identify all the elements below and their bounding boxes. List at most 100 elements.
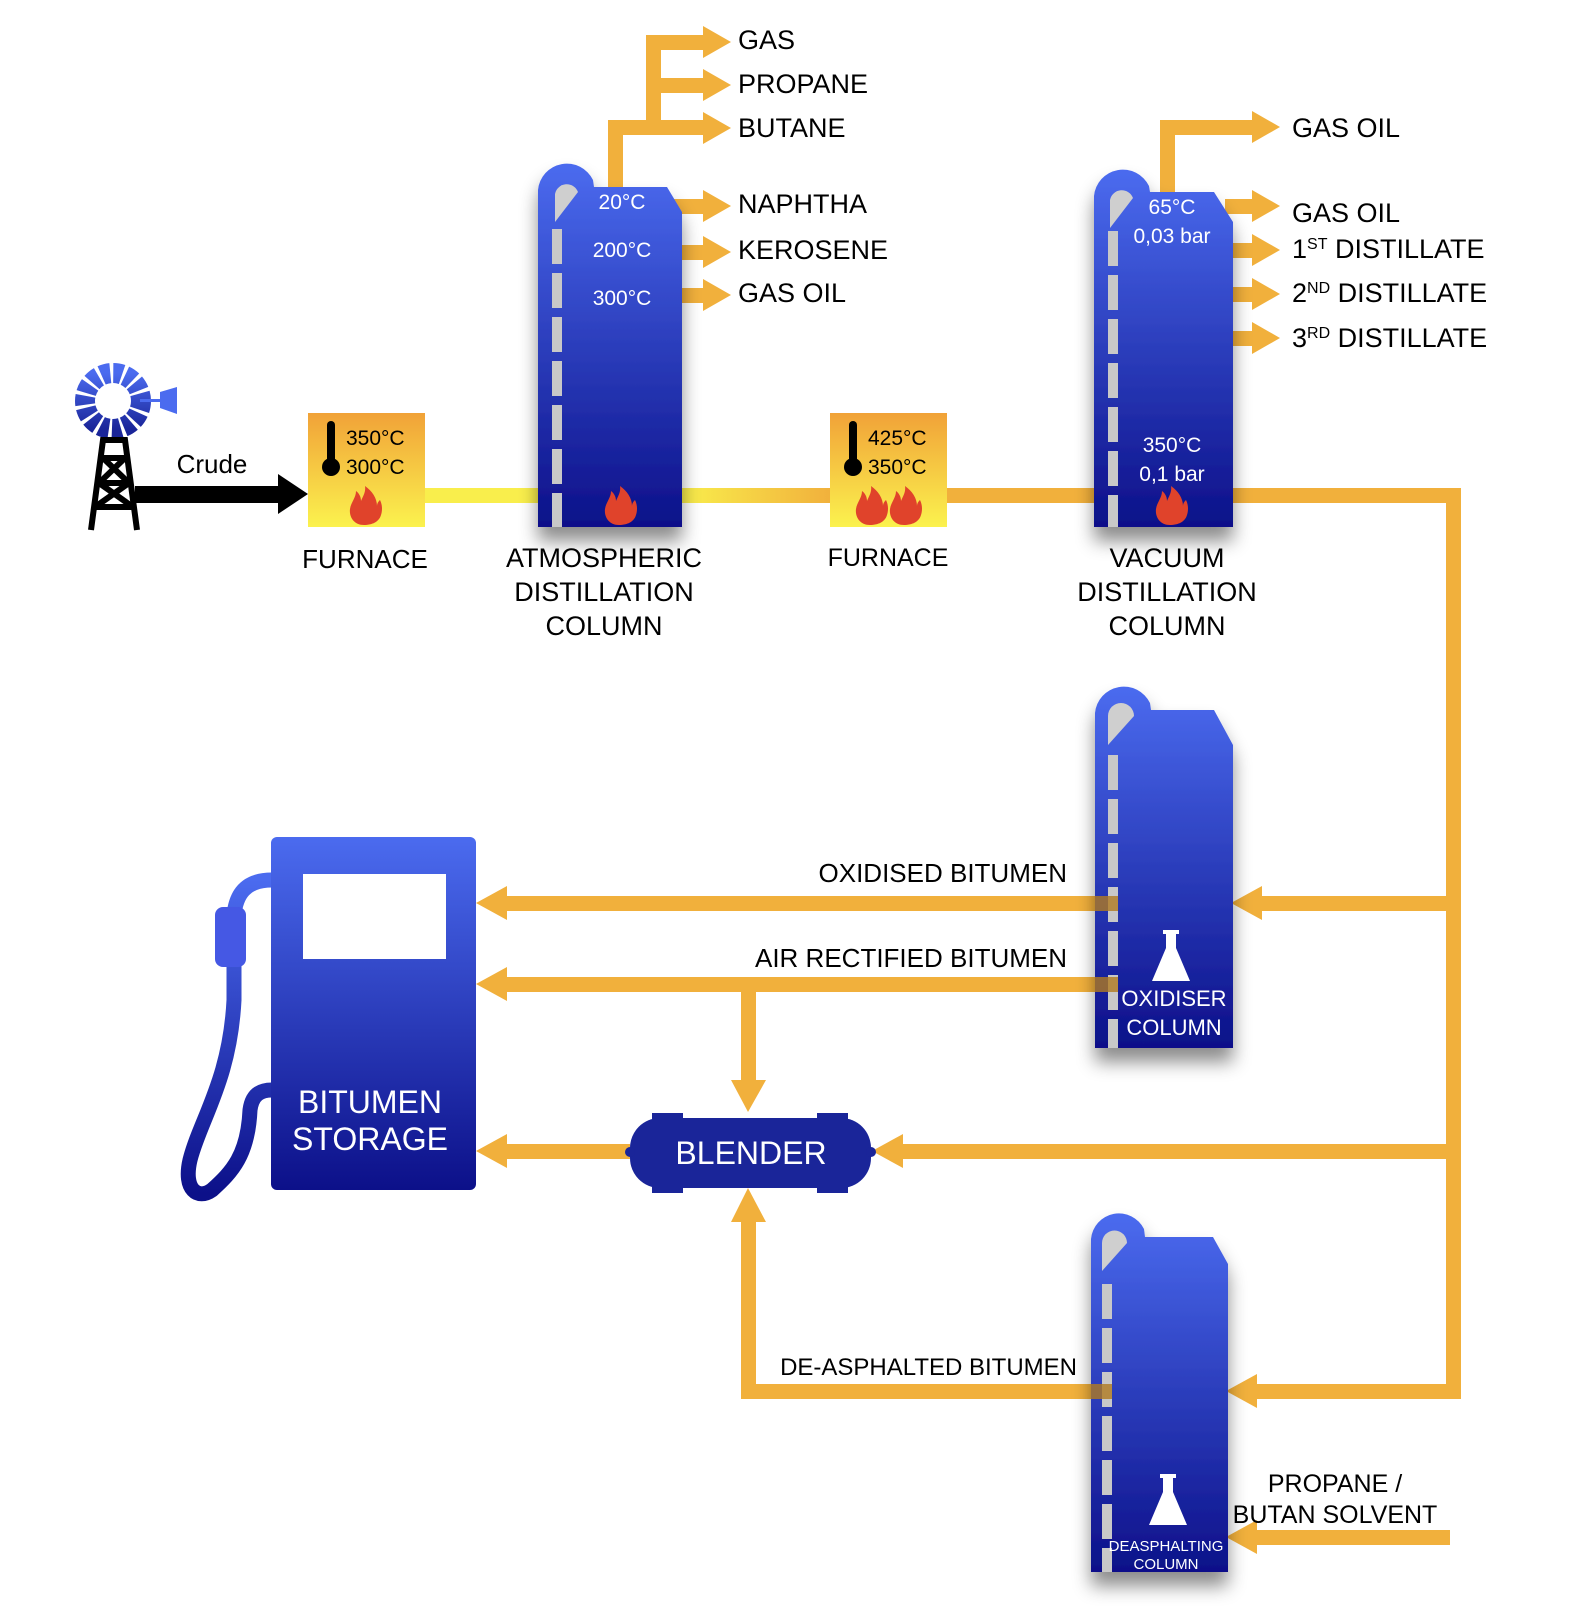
flow-header-to-deasphalting	[1255, 1384, 1461, 1399]
furnace2-temp-high: 425°C	[868, 427, 927, 450]
oxidiser-label-2: COLUMN	[1126, 1015, 1221, 1040]
arrow-into-deasphalting	[1226, 1374, 1257, 1408]
furnace1-temp-high: 350°C	[346, 427, 405, 450]
flow-vac-top-riser	[1160, 120, 1175, 192]
furnace1-label: FURNACE	[302, 544, 428, 574]
flow-gas	[646, 35, 706, 50]
atm-temp-low: 300°C	[593, 287, 652, 310]
thermometer-icon	[322, 421, 340, 476]
solvent-label-2: BUTAN SOLVENT	[1233, 1501, 1438, 1529]
oxidiser-label-1: OXIDISER	[1121, 986, 1226, 1011]
furnace-1[interactable]: 350°C 300°C	[308, 413, 425, 527]
arrow-into-blender-bottom	[731, 1188, 766, 1222]
thermometer-icon	[844, 421, 862, 476]
vac-top-pressure: 0,03 bar	[1133, 225, 1210, 248]
vac-bottom-pressure: 0,1 bar	[1139, 463, 1204, 486]
furnace2-temp-low: 350°C	[868, 456, 927, 479]
deasphalting-label-2: COLUMN	[1133, 1556, 1198, 1573]
flame-icon	[1155, 486, 1188, 525]
flow-furnace2-to-vacuum	[945, 488, 1095, 503]
flow-lines	[135, 26, 1461, 1554]
flame-icon	[349, 486, 382, 525]
pump-display	[303, 874, 446, 959]
oxidiser-column[interactable]	[1095, 686, 1233, 1048]
flow-crude	[135, 486, 280, 503]
atm-label-1: ATMOSPHERIC	[506, 543, 702, 573]
arrow-vac-gasoil	[1252, 190, 1280, 222]
product-vac-gas-oil: GAS OIL	[1292, 198, 1400, 228]
flow-deasphalted-bitumen	[741, 1384, 1096, 1399]
column-trays	[552, 229, 562, 527]
deasphalted-bitumen-label: DE-ASPHALTED BITUMEN	[780, 1354, 1077, 1381]
flow-2nd-distillate	[1230, 287, 1255, 302]
product-vac-top-gas-oil: GAS OIL	[1292, 113, 1400, 143]
oxidised-bitumen-label: OXIDISED BITUMEN	[819, 858, 1067, 888]
arrow-solvent-in	[1226, 1520, 1257, 1554]
flow-1st-distillate	[1230, 243, 1255, 258]
product-gas: GAS	[738, 25, 795, 55]
solvent-label-1: PROPANE /	[1268, 1470, 1402, 1498]
atmospheric-distillation-column[interactable]	[538, 163, 682, 528]
flow-vacuum-residue	[1230, 488, 1461, 503]
storage-label-1: BITUMEN	[298, 1084, 442, 1120]
atm-temp-mid: 200°C	[593, 239, 652, 262]
furnace-2[interactable]: 425°C 350°C	[830, 413, 947, 527]
arrow-naphtha	[703, 190, 731, 222]
flow-atm-to-furnace2	[680, 488, 832, 503]
pump-nozzle-icon	[215, 907, 246, 967]
flame-icon	[855, 486, 888, 525]
flow-3rd-distillate	[1230, 331, 1255, 346]
vac-label-1: VACUUM	[1109, 543, 1224, 573]
arrow-propane	[703, 69, 731, 101]
arrow-2nd-distillate	[1252, 278, 1280, 310]
flow-air-rectified-bitumen	[505, 977, 1095, 992]
arrow-1st-distillate	[1252, 234, 1280, 266]
product-propane: PROPANE	[738, 69, 868, 99]
vac-label-2: DISTILLATION	[1077, 577, 1257, 607]
column-trays	[1108, 231, 1118, 527]
flow-propane	[646, 78, 706, 93]
product-butane: BUTANE	[738, 113, 846, 143]
arrow-oxidised-to-storage	[476, 886, 507, 920]
flow-oxidised-bitumen	[505, 896, 1095, 911]
flame-icon	[889, 486, 922, 525]
product-kerosene: KEROSENE	[738, 235, 888, 265]
arrow-into-blender-right	[872, 1134, 903, 1168]
atm-temp-top: 20°C	[599, 191, 646, 214]
blender-label: BLENDER	[675, 1135, 826, 1171]
arrow-into-oxidiser	[1231, 886, 1262, 920]
storage-label-2: STORAGE	[292, 1121, 448, 1157]
atm-label-3: COLUMN	[545, 611, 662, 641]
product-2nd-distillate: 2ND DISTILLATE	[1292, 278, 1487, 308]
bitumen-storage[interactable]	[180, 837, 476, 1202]
flow-vac-top	[1160, 120, 1255, 135]
flow-atm-gasoil	[682, 288, 706, 303]
flow-header-to-blender	[900, 1144, 1461, 1159]
flow-kerosene	[682, 245, 706, 260]
furnace1-temp-low: 300°C	[346, 456, 405, 479]
product-3rd-distillate: 3RD DISTILLATE	[1292, 323, 1487, 353]
flame-icon	[604, 486, 637, 525]
crude-label: Crude	[177, 449, 248, 479]
atm-label-2: DISTILLATION	[514, 577, 694, 607]
arrow-atm-gasoil	[703, 279, 731, 311]
flow-butane	[661, 120, 706, 135]
flow-right-header	[1446, 488, 1461, 1399]
blender[interactable]	[625, 1113, 876, 1193]
air-rectified-bitumen-label: AIR RECTIFIED BITUMEN	[755, 943, 1067, 973]
flow-air-rectified-to-blender	[741, 984, 756, 1084]
flow-header-to-oxidiser	[1260, 896, 1461, 911]
arrow-gas	[703, 26, 731, 58]
oil-well-windmill-icon	[75, 363, 177, 531]
arrow-kerosene	[703, 236, 731, 268]
product-naphtha: NAPHTHA	[738, 189, 867, 219]
flow-blender-to-storage	[505, 1144, 630, 1159]
flask-icon	[1152, 930, 1190, 981]
vac-bottom-temp: 350°C	[1143, 434, 1202, 457]
vacuum-distillation-column[interactable]	[1094, 169, 1233, 527]
flow-solvent	[1255, 1530, 1450, 1545]
arrow-crude	[278, 474, 308, 514]
flow-vac-gasoil	[1225, 199, 1255, 214]
deasphalting-column[interactable]	[1091, 1213, 1228, 1572]
